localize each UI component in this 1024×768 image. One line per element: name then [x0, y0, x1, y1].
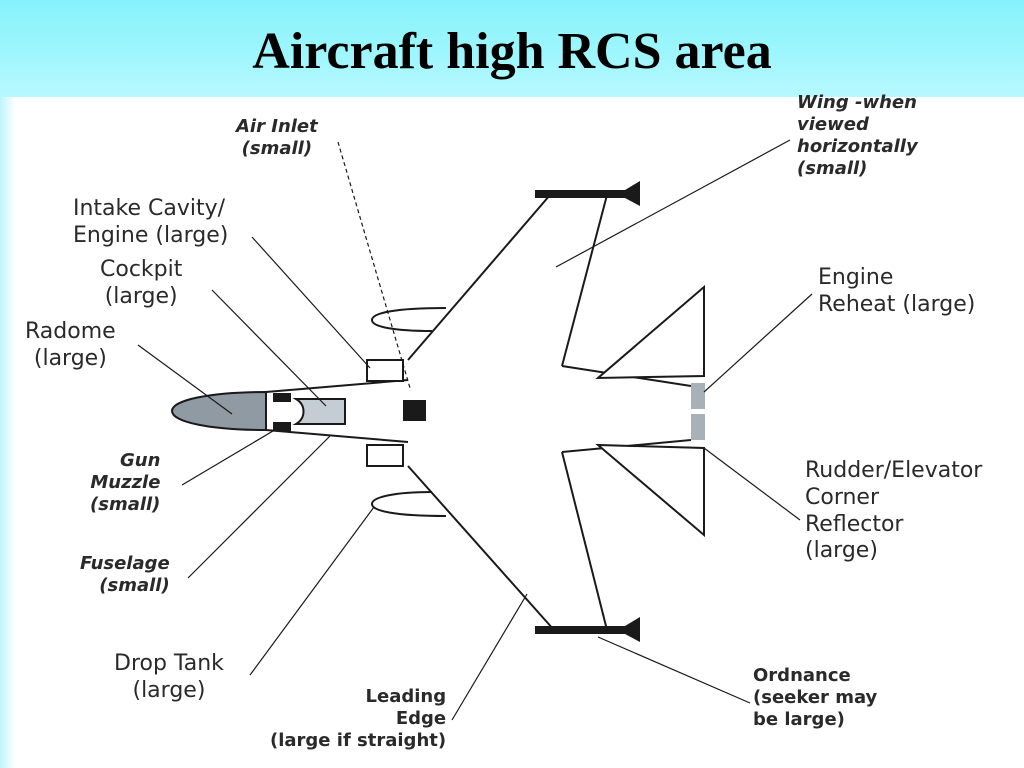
leader-gun-muzzle: [181, 427, 279, 486]
fuselage-lower-edge: [265, 429, 409, 443]
label-air-inlet: Air Inlet (small): [236, 116, 318, 159]
leader-intake-cavity: [251, 236, 371, 369]
leader-leading-edge: [451, 593, 528, 721]
label-intake-cavity: Intake Cavity/ Engine (large): [73, 196, 229, 248]
label-fuselage: Fuselage (small): [80, 553, 170, 596]
leader-rudder-elevator: [703, 447, 801, 521]
label-drop-tank: Drop Tank (large): [114, 651, 224, 703]
engine-nozzle-upper: [691, 383, 705, 409]
engine-nozzle-lower: [691, 414, 705, 440]
air-inlet-lower: [366, 444, 404, 467]
label-engine-reheat: Engine Reheat (large): [818, 265, 976, 317]
leader-air-inlet: [337, 141, 411, 389]
leader-ordnance: [597, 636, 751, 704]
label-radome: Radome (large): [25, 319, 116, 371]
leader-drop-tank: [249, 506, 375, 676]
left-gradient-strip: [0, 97, 16, 768]
label-wing: Wing -when viewed horizontally (small): [797, 92, 918, 179]
tail-upper: [595, 284, 705, 380]
gun-muzzle-lower: [273, 422, 291, 431]
slide-title: Aircraft high RCS area: [252, 23, 772, 80]
leader-cockpit: [211, 289, 327, 407]
title-band: [0, 0, 1024, 97]
radome-shape: [170, 390, 267, 432]
tail-lower: [595, 443, 705, 538]
wing-upper-leading-edge: [407, 194, 551, 361]
leader-fuselage: [187, 435, 331, 579]
drop-tank-upper: [370, 307, 447, 332]
air-inlet-upper: [366, 359, 404, 382]
wing-lower-leading-edge: [407, 465, 555, 631]
drop-tank-lower: [370, 491, 447, 517]
label-leading-edge: Leading Edge (large if straight): [270, 686, 447, 751]
label-gun-muzzle: Gun Muzzle (small): [90, 450, 161, 515]
cockpit-canopy: [292, 398, 346, 425]
label-rudder-elevator: Rudder/Elevator Corner Reflector (large): [805, 458, 983, 564]
leader-radome: [137, 344, 233, 415]
label-cockpit: Cockpit (large): [100, 257, 183, 309]
gun-muzzle-upper: [273, 393, 291, 402]
leader-engine-reheat: [703, 293, 813, 393]
fuselage-point-marker: [403, 400, 426, 421]
wing-upper-trailing-edge: [561, 194, 608, 367]
leader-wing: [555, 139, 791, 268]
ordnance-lower: [535, 617, 640, 642]
label-ordnance: Ordnance (seeker may be large): [753, 665, 878, 730]
ordnance-upper: [535, 181, 640, 206]
wing-lower-trailing-edge: [561, 451, 608, 631]
